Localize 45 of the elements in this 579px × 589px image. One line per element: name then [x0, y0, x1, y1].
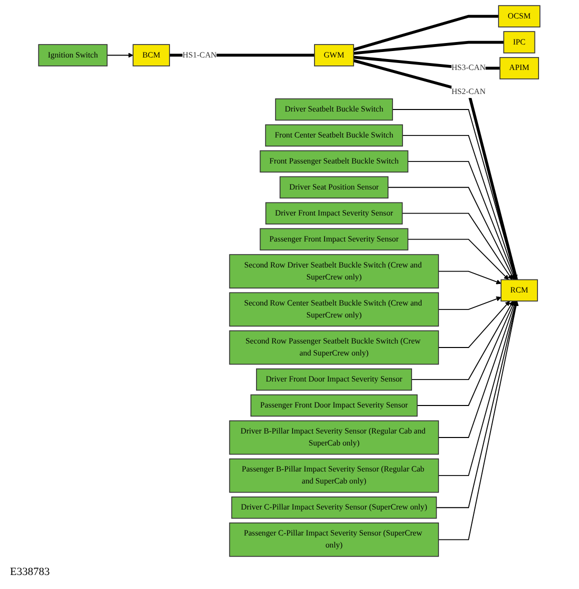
arrow	[408, 238, 510, 280]
figure-code: E338783	[10, 566, 50, 578]
arrow	[436, 300, 518, 508]
node-box: Driver Front Door Impact Severity Sensor	[256, 368, 412, 391]
connector	[353, 14, 499, 51]
node-box: Front Passenger Seatbelt Buckle Switch	[260, 150, 409, 173]
node-box: Driver Front Impact Severity Sensor	[266, 202, 403, 224]
node-box: Passenger C-Pillar Impact Severity Sensor (SuperCrew only)	[229, 522, 440, 557]
connector	[353, 59, 518, 280]
node-box: Driver B-Pillar Impact Severity Sensor (Regular Cab and SuperCab only)	[229, 420, 440, 455]
node-box: Driver Seat Position Sensor	[280, 176, 389, 198]
arrow	[388, 186, 514, 280]
arrow	[402, 134, 517, 280]
arrow	[438, 296, 502, 310]
node-box: BCM	[132, 44, 170, 66]
arrow	[438, 300, 510, 348]
node-box: Second Row Center Seatbelt Buckle Switch (Crew and SuperCrew only)	[229, 292, 440, 327]
node-box: Ignition Switch	[38, 44, 108, 66]
node-box: GWM	[314, 44, 354, 66]
edge-label: HS2-CAN	[452, 88, 486, 96]
arrow	[392, 109, 518, 280]
node-box: IPC	[504, 31, 536, 54]
node-box: OCSM	[498, 5, 541, 28]
edge-label: HS3-CAN	[452, 64, 486, 73]
arrow	[411, 300, 514, 380]
connector	[354, 40, 504, 55]
arrow	[416, 300, 516, 406]
arrow	[438, 300, 519, 540]
arrow	[408, 160, 516, 280]
node-box: Driver Seatbelt Buckle Switch	[275, 98, 394, 121]
node-box: Driver C-Pillar Impact Severity Sensor (SuperCrew only)	[231, 496, 438, 519]
arrow	[438, 270, 502, 284]
node-box: Second Row Driver Seatbelt Buckle Switch (Crew and SuperCrew only)	[229, 254, 440, 288]
node-box: Passenger Front Door Impact Severity Sensor	[250, 394, 418, 417]
node-box: APIM	[500, 57, 540, 80]
arrow	[438, 300, 518, 476]
node-box: Passenger Front Impact Severity Sensor	[260, 228, 409, 250]
node-box: Second Row Passenger Seatbelt Buckle Switch (Crew and SuperCrew only)	[229, 330, 440, 365]
node-box: Front Center Seatbelt Buckle Switch	[265, 124, 404, 147]
arrow	[106, 52, 134, 58]
arrow	[438, 300, 517, 438]
arrow	[402, 212, 513, 280]
node-box: Passenger B-Pillar Impact Severity Sensor (Regular Cab and SuperCab only)	[229, 458, 440, 493]
edge-label: HS1-CAN	[182, 50, 217, 60]
node-box: RCM	[500, 279, 538, 302]
